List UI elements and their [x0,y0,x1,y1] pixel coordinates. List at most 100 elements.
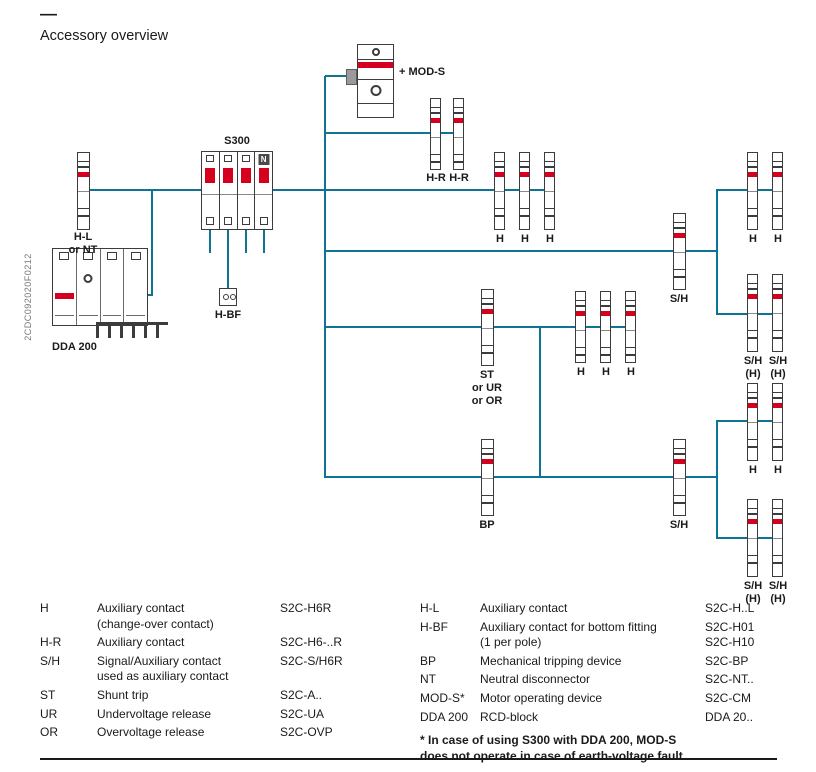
connector-line [716,189,718,315]
device-aux-contact-h [747,383,758,461]
label-h: H [496,233,504,245]
legend-desc: RCD-block [480,709,539,724]
legend-code: S2C-BP [705,653,749,668]
legend-right-column: H-L Auxiliary contact S2C-H..L H-BF Auxi… [420,601,792,764]
connector-line [717,313,775,315]
title-dash-icon: — [40,4,57,23]
legend-desc: Undervoltage release [97,706,212,721]
dda-module [124,249,147,325]
label-hbf: H-BF [214,309,242,321]
label-sh: S/H [669,293,689,305]
device-mod-s [346,44,394,118]
terminal-icon [224,217,233,225]
connector-line [325,476,674,478]
connector-line [717,189,775,191]
legend-code: S2C-UA [280,706,325,721]
device-hbf-bottom-fitting [219,288,237,306]
device-dda200-rcd-block [52,248,168,338]
legend-abbr: H-BF [420,619,448,634]
red-stripe-icon [55,293,74,299]
legend-desc: Motor operating device [480,690,603,705]
toggle-icon [205,168,216,183]
legend-abbr: DDA 200 [420,709,469,724]
legend-desc: Signal/Auxiliary contact used as auxilia… [97,653,229,684]
dda-module [77,249,101,325]
device-signal-aux-sh [772,499,783,577]
connector-line [685,476,717,478]
device-signal-aux-sh [747,499,758,577]
device-aux-contact-h [575,291,586,363]
connector-line [325,132,464,134]
legend-row: NT Neutral disconnector S2C-NT.. [420,672,792,688]
label-st: ST or UR or OR [471,369,503,407]
connector-main-bus [273,189,555,191]
connector-line [325,75,347,77]
page-title: Accessory overview [40,28,169,44]
legend-abbr: H [40,601,49,615]
legend-code: S2C-H6-..R [280,635,343,650]
device-aux-contact-hr [430,98,441,170]
label-shh: S/H (H) [768,355,788,380]
legend-desc: Mechanical tripping device [480,653,622,668]
connector-line [147,294,153,296]
device-tripping-bp [481,439,494,516]
breaker-pole [219,152,238,229]
connector-line [539,326,541,478]
legend-row: MOD-S* Motor operating device S2C-CM [420,691,792,707]
legend-row: H-R Auxiliary contact S2C-H6-..R [40,635,392,651]
device-aux-contact-hr [453,98,464,170]
connector-line [717,537,775,539]
legend-abbr: BP [420,653,437,668]
terminal-icon [241,155,250,162]
label-shh: S/H (H) [743,580,763,605]
legend-desc: Auxiliary contact (change-over contact) [97,601,214,631]
legend-desc: Auxiliary contact [97,635,185,650]
legend-abbr: OR [40,725,58,740]
toggle-icon [240,168,251,183]
device-aux-contact-h [494,152,505,230]
legend-abbr: MOD-S* [420,690,465,705]
pole-stub-line [227,230,229,288]
document-code-vertical: 2CDC092020F0212 [23,253,33,341]
legend-desc: Auxiliary contact for bottom fitting (1 … [480,619,657,650]
legend-row: H-BF Auxiliary contact for bottom fittin… [420,620,792,651]
neutral-pole-mark: N [258,154,270,165]
pole-stub-line [263,230,265,253]
dda-module [101,249,125,325]
connector-line [325,250,674,252]
label-h: H [521,233,529,245]
legend-code: S2C-OVP [280,725,333,740]
legend-row: ST Shunt trip S2C-A.. [40,688,392,704]
legend-row: BP Mechanical tripping device S2C-BP [420,654,792,670]
legend-row: OR Overvoltage release S2C-OVP [40,725,392,741]
device-signal-aux-sh [673,439,686,516]
device-aux-contact-h [625,291,636,363]
label-h: H [749,464,757,476]
label-hl: H-L or NT [68,231,98,256]
breaker-pole-neutral: N [255,152,272,229]
terminal-icon [206,217,215,225]
mod-s-dial-icon [370,85,381,96]
legend-abbr: NT [420,672,436,687]
device-shunt-trip-st [481,289,494,366]
device-signal-aux-sh [747,274,758,352]
connector-line [325,326,636,328]
mod-s-screw-icon [371,48,380,56]
connector-vertical-bus [324,76,326,478]
legend-abbr: UR [40,706,58,721]
terminal-icon [224,155,233,162]
pole-stub-line [209,230,211,253]
legend-desc: Auxiliary contact [480,601,568,615]
label-h: H [774,233,782,245]
legend-desc: Overvoltage release [97,725,205,740]
legend-abbr: H-L [420,601,440,615]
device-signal-aux-sh [673,213,686,290]
label-hr: H-R [426,172,446,184]
label-bp: BP [479,519,495,531]
terminal-icon [259,217,268,225]
legend-code: S2C-H01 S2C-H10 [705,619,755,650]
label-shh: S/H (H) [768,580,788,605]
dda-module [53,249,77,325]
label-h: H [774,464,782,476]
label-hr: H-R [449,172,469,184]
